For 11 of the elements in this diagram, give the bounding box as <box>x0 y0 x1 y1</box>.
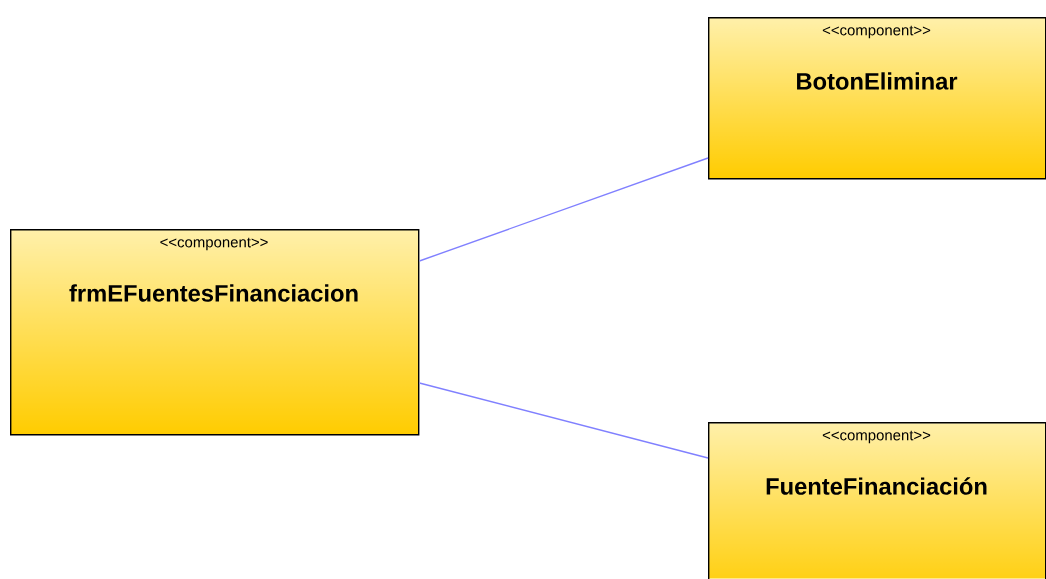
component-box <box>10 229 420 436</box>
connector-line <box>418 157 709 262</box>
stereotype-label: <<component>> <box>822 430 931 444</box>
component-name: frmEFuentesFinanciacion <box>69 284 358 302</box>
component-box <box>708 17 1046 180</box>
component-name: FuenteFinanciación <box>766 477 987 495</box>
connector-line <box>418 382 709 459</box>
stereotype-label: <<component>> <box>160 237 268 251</box>
component-box <box>708 422 1046 579</box>
stereotype-label: <<component>> <box>822 25 931 39</box>
component-name: BotonEliminar <box>797 72 958 90</box>
